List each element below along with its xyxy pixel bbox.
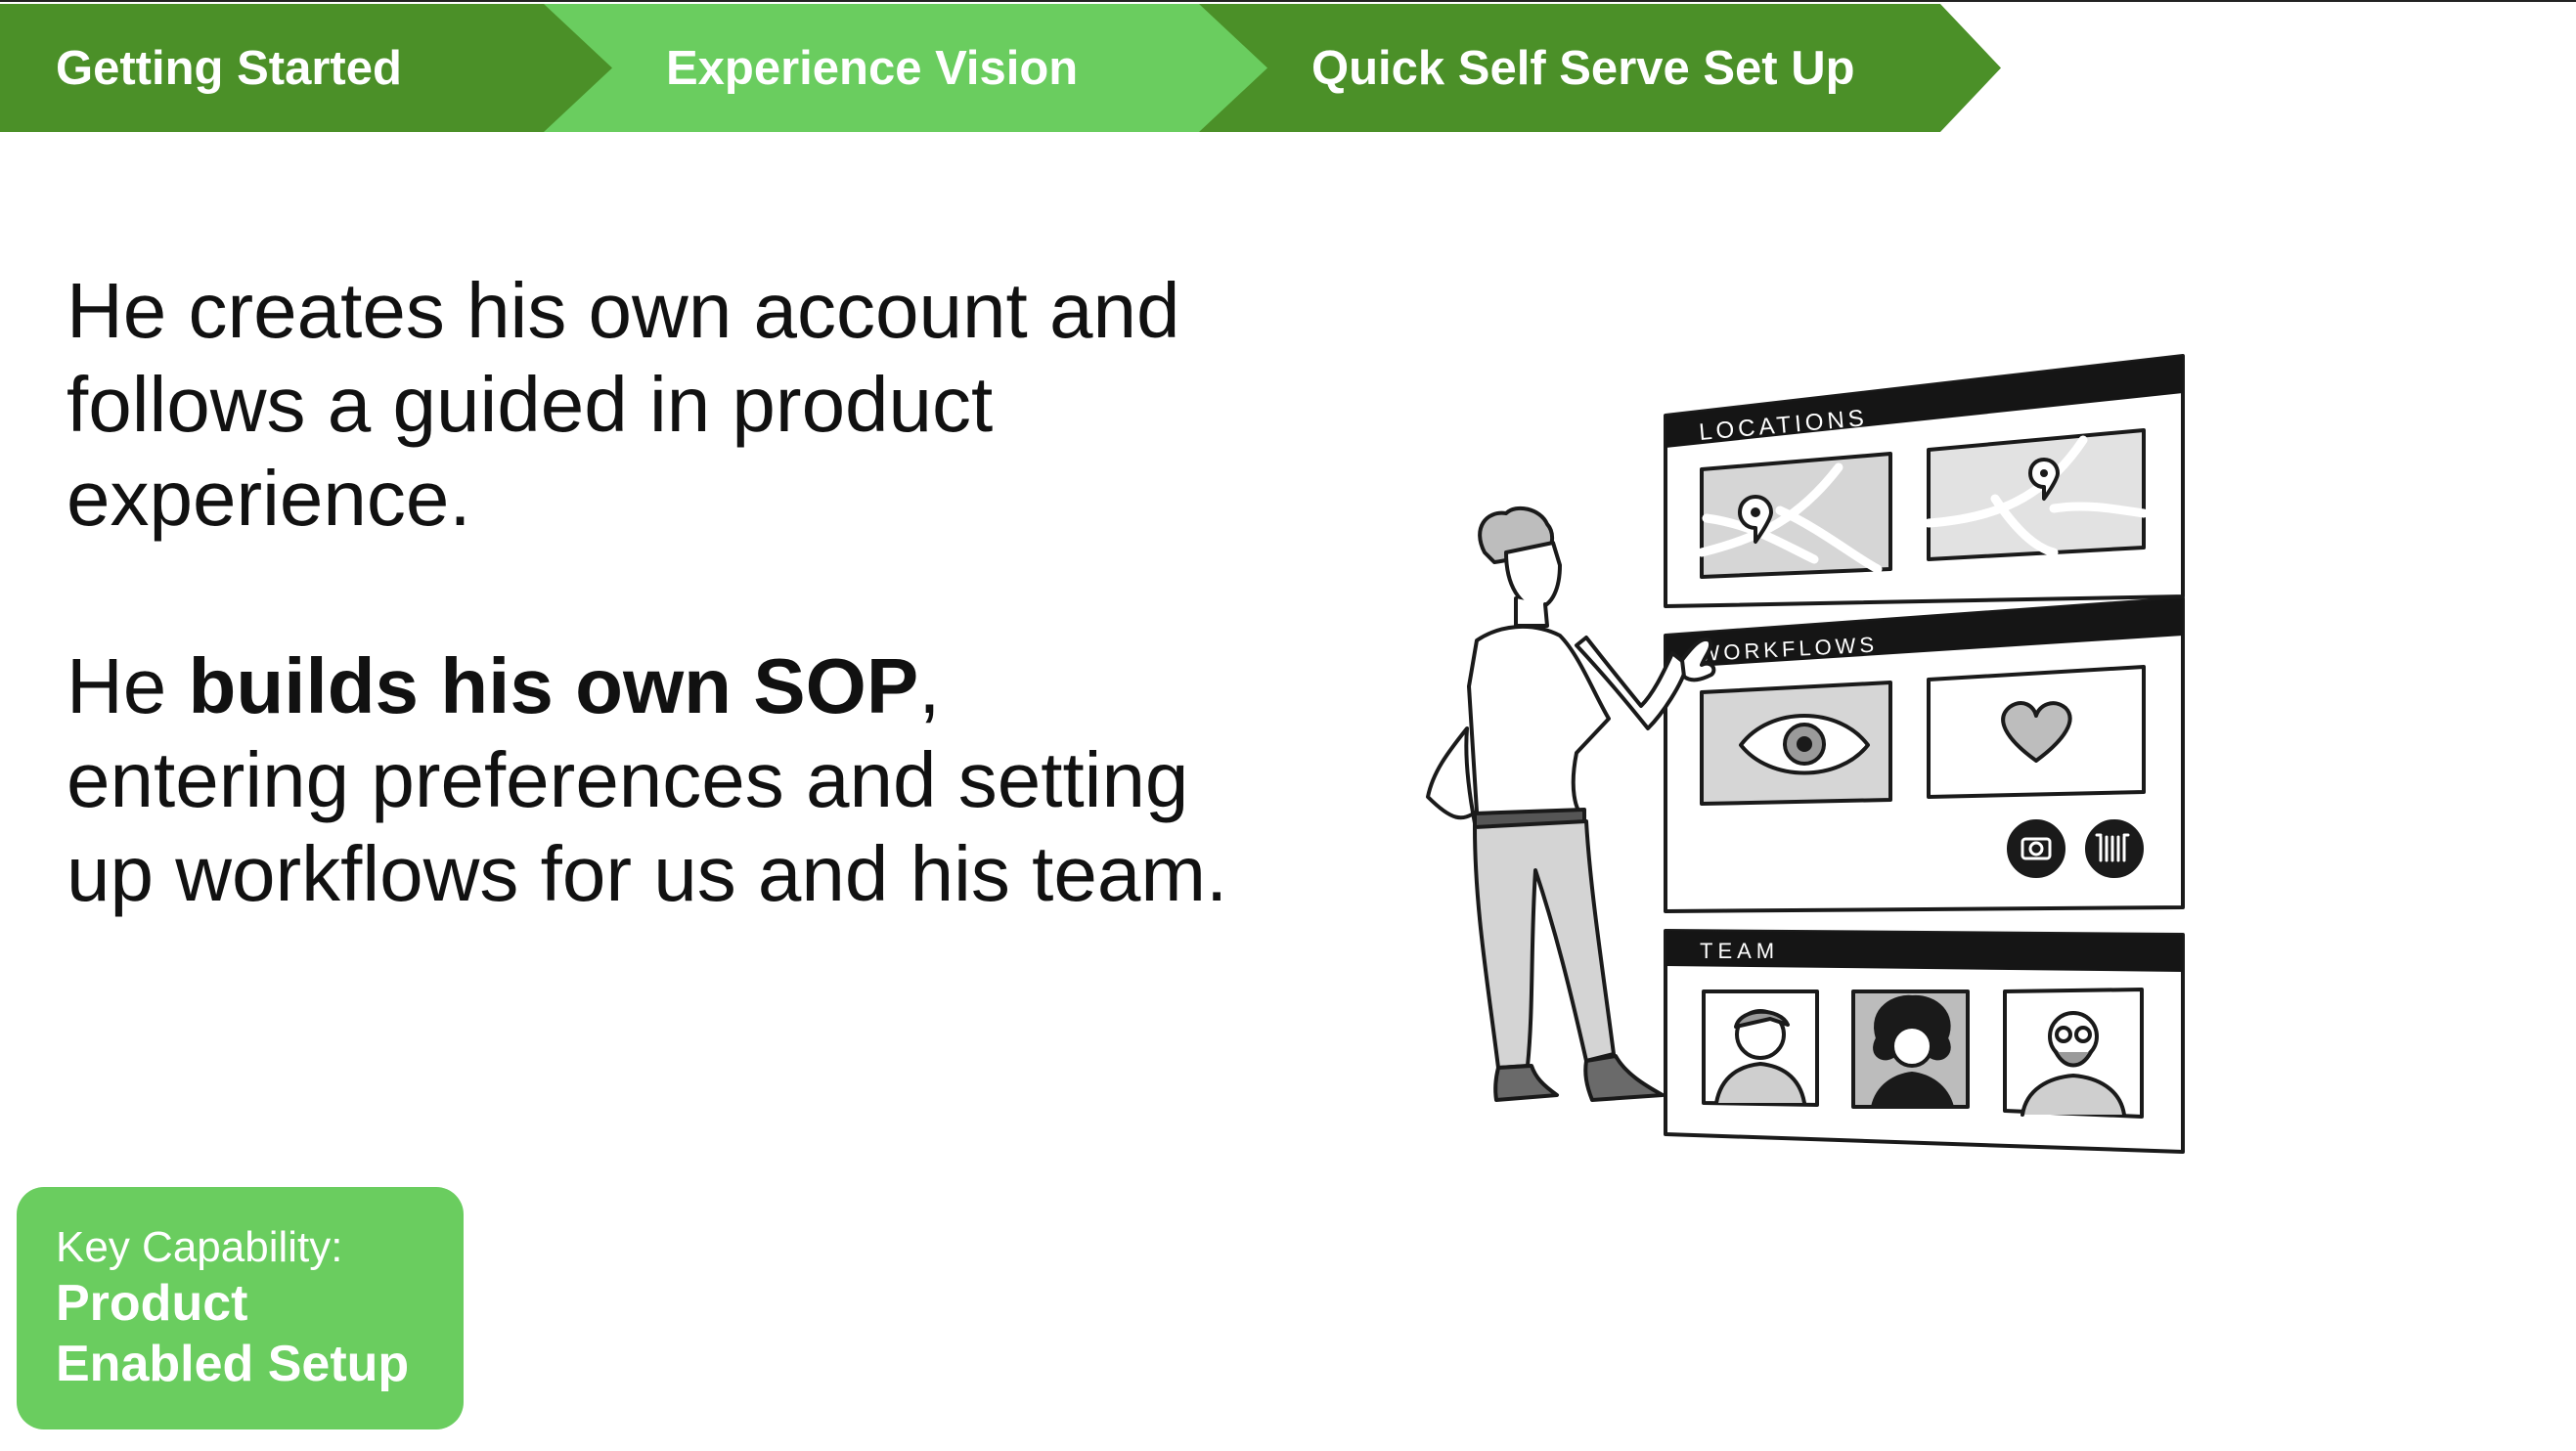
breadcrumb-step-experience-vision[interactable]: Experience Vision <box>544 4 1272 132</box>
key-capability-badge: Key Capability: Product Enabled Setup <box>17 1187 464 1429</box>
breadcrumb-step-label: Experience Vision <box>666 41 1079 95</box>
heart-icon <box>2001 701 2072 763</box>
paragraph-sop: He builds his own SOP, entering preferen… <box>67 639 1240 921</box>
breadcrumb-step-getting-started[interactable]: Getting Started <box>0 4 616 132</box>
team-panel: TEAM <box>1664 929 2185 1154</box>
person-icon-2 <box>1851 989 1970 1109</box>
paragraph-account-text: He creates his own account and follows a… <box>67 267 1180 542</box>
panel-label-team: TEAM <box>1700 939 1779 963</box>
breadcrumb-step-label: Quick Self Serve Set Up <box>1311 41 1855 95</box>
breadcrumb-step-label: Getting Started <box>56 41 402 95</box>
man-figure <box>1426 506 1716 1102</box>
paragraph-account: He creates his own account and follows a… <box>67 264 1240 546</box>
setup-illustration: LOCATIONS WORKFLOWS <box>1426 354 2185 1154</box>
body-text: He creates his own account and follows a… <box>67 264 1240 921</box>
locations-panel: LOCATIONS <box>1664 354 2185 608</box>
person-icon-3 <box>2003 988 2144 1119</box>
key-capability-value: Product Enabled Setup <box>56 1275 410 1392</box>
key-capability-label: Key Capability: <box>56 1223 343 1271</box>
paragraph-sop-suffix: , entering preferences and setting up wo… <box>67 642 1228 917</box>
paragraph-sop-emphasis: builds his own SOP <box>188 642 919 729</box>
breadcrumb: Getting Started Experience Vision Quick … <box>0 4 2005 132</box>
camera-icon[interactable] <box>2007 819 2065 878</box>
top-border <box>0 0 2576 2</box>
breadcrumb-step-quick-self-serve[interactable]: Quick Self Serve Set Up <box>1199 4 2001 132</box>
person-icon <box>1702 989 1819 1107</box>
eye-icon <box>1739 714 1870 775</box>
map-icon-2 <box>1924 428 2149 561</box>
map-icon <box>1697 452 1892 579</box>
barcode-icon[interactable] <box>2085 819 2144 878</box>
paragraph-sop-prefix: He <box>67 642 189 729</box>
workflows-panel: WORKFLOWS <box>1664 596 2185 913</box>
